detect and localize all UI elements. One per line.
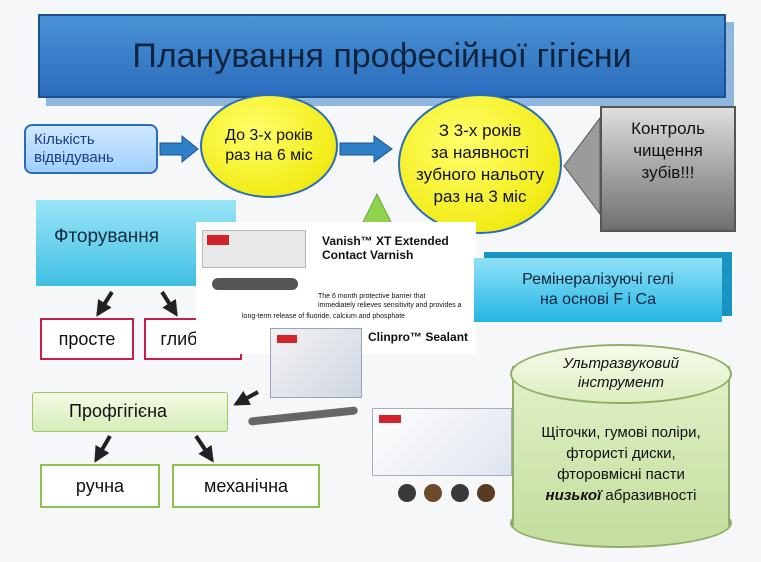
arrow-fluor-simple	[96, 290, 114, 317]
vanish-desc-line1: The 6 month protective barrier that	[318, 293, 426, 300]
vanish-name-line1: Vanish™ XT Extended	[322, 234, 449, 248]
visits-box: Кількість відвідувань	[24, 124, 158, 174]
vanish-desc-line3: long-term release of fluoride, calcium a…	[242, 313, 406, 320]
mechanical-box: механічна	[172, 464, 320, 508]
brand-logo-icon	[207, 235, 229, 245]
arrow-under3-to-over3	[339, 135, 393, 163]
manual-box: ручна	[40, 464, 160, 508]
arrow-visits-to-under3	[159, 134, 199, 164]
under3-oval: До 3-х років раз на 6 міс	[200, 94, 338, 198]
arrow-prof-manual	[94, 434, 112, 463]
sealant-name: Clinpro™ Sealant	[368, 330, 469, 344]
fluor-simple-box: просте	[40, 318, 134, 360]
brand-logo-icon	[379, 415, 401, 423]
sealant-package-image	[270, 328, 362, 398]
cylinder-top	[510, 344, 732, 404]
remineralizing-box: Ремінералізуючі гелі на основі F і Ca	[474, 258, 722, 322]
prophygiene-box: Профгігієна	[32, 392, 228, 432]
page-title: Планування професійної гігієни	[132, 36, 632, 75]
vanish-desc-line2: immediately relieves sensitivity and pro…	[318, 302, 462, 309]
low-emphasis: низької	[545, 487, 602, 504]
prophy-paste-package-image	[372, 408, 512, 476]
syringe-image	[212, 278, 298, 290]
title-banner: Планування професійної гігієни	[38, 14, 726, 98]
vanish-package-image	[202, 230, 306, 268]
tools-text: Щіточки, гумові поліри, фтористі диски, …	[541, 424, 701, 504]
ultrasonic-label: Ультразвуковий інструмент	[563, 355, 679, 391]
paste-cups-image	[398, 484, 500, 504]
arrow-control-to-over3	[563, 116, 601, 216]
over3-oval: З 3-х років за наявності зубного нальоту…	[398, 94, 562, 234]
arrow-prof-mech	[194, 434, 214, 463]
brand-logo-icon	[277, 335, 297, 343]
control-box: Контроль чищення зубів!!!	[600, 106, 736, 232]
vanish-name-line2: Contact Varnish	[322, 248, 414, 262]
arrow-fluor-deep	[160, 290, 178, 317]
arrow-to-prof	[233, 390, 259, 406]
